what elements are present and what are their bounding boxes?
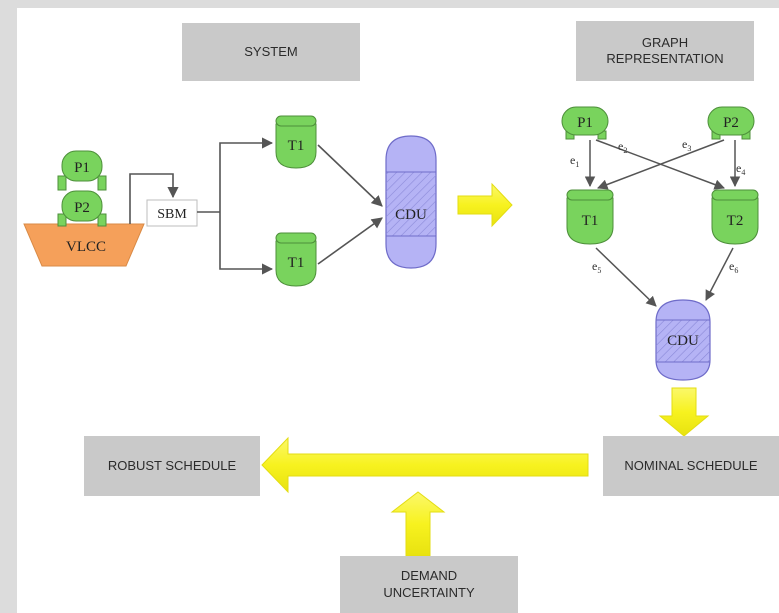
robust-schedule-box: ROBUST SCHEDULE bbox=[84, 436, 260, 496]
arrow-system-to-graph bbox=[457, 182, 513, 228]
tank-upper: T1 bbox=[275, 115, 317, 169]
graph-node-p1: P1 bbox=[561, 106, 609, 140]
vessel-to-sbm-line bbox=[129, 173, 179, 224]
graph-node-t2: T2 bbox=[711, 189, 759, 245]
edge-e6 bbox=[705, 247, 734, 301]
sbm-box: SBM bbox=[146, 199, 198, 227]
parcel-p2-shape bbox=[61, 190, 103, 222]
edge-e3-label: e3 bbox=[682, 137, 691, 153]
demand-uncertainty-box: DEMAND UNCERTAINTY bbox=[340, 556, 518, 613]
sbm-label: SBM bbox=[157, 207, 187, 222]
parcel-p1-label: P1 bbox=[74, 160, 90, 176]
parcel-p2-label: P2 bbox=[74, 200, 90, 216]
parcel-p1-shape bbox=[61, 150, 103, 182]
edge-e3 bbox=[597, 139, 725, 190]
cdu-label: CDU bbox=[395, 207, 427, 223]
tank-lower-to-cdu-line bbox=[317, 217, 383, 265]
graph-t1-label: T1 bbox=[582, 213, 599, 229]
edge-e1-label: e1 bbox=[570, 153, 579, 169]
arrow-graph-to-nominal bbox=[658, 387, 710, 437]
graph-t2-label: T2 bbox=[727, 213, 744, 229]
graph-p1-label: P1 bbox=[577, 115, 593, 131]
graph-cdu-label: CDU bbox=[667, 333, 699, 349]
graph-node-t1: T1 bbox=[566, 189, 614, 245]
tank-upper-label: T1 bbox=[288, 138, 305, 154]
graph-node-cdu: CDU bbox=[655, 299, 711, 381]
nominal-schedule-box: NOMINAL SCHEDULE bbox=[603, 436, 779, 496]
sbm-to-tank-upper-line bbox=[219, 137, 274, 212]
edge-e5 bbox=[595, 247, 657, 307]
arrow-nominal-to-robust bbox=[261, 436, 589, 494]
edge-e5-label: e5 bbox=[592, 259, 601, 275]
vlcc-vessel: VLCC bbox=[23, 223, 145, 267]
edge-e4-label: e4 bbox=[736, 161, 745, 177]
parcel-stack: P1 P2 bbox=[57, 150, 107, 227]
arrow-uncertainty-up bbox=[390, 491, 446, 557]
graph-node-p2: P2 bbox=[707, 106, 755, 140]
graph-p2-label: P2 bbox=[723, 115, 739, 131]
system-title-box: SYSTEM bbox=[182, 23, 360, 81]
tank-upper-to-cdu-line bbox=[317, 144, 383, 207]
cdu-column: CDU bbox=[385, 135, 437, 269]
graph-representation-title-box: GRAPH REPRESENTATION bbox=[576, 21, 754, 81]
edge-e6-label: e6 bbox=[729, 259, 738, 275]
sbm-to-tank-lower-line bbox=[219, 212, 274, 275]
tank-lower: T1 bbox=[275, 232, 317, 287]
edge-e2-label: e2 bbox=[618, 139, 627, 155]
tank-lower-label: T1 bbox=[288, 255, 305, 271]
vlcc-label: VLCC bbox=[66, 239, 106, 255]
